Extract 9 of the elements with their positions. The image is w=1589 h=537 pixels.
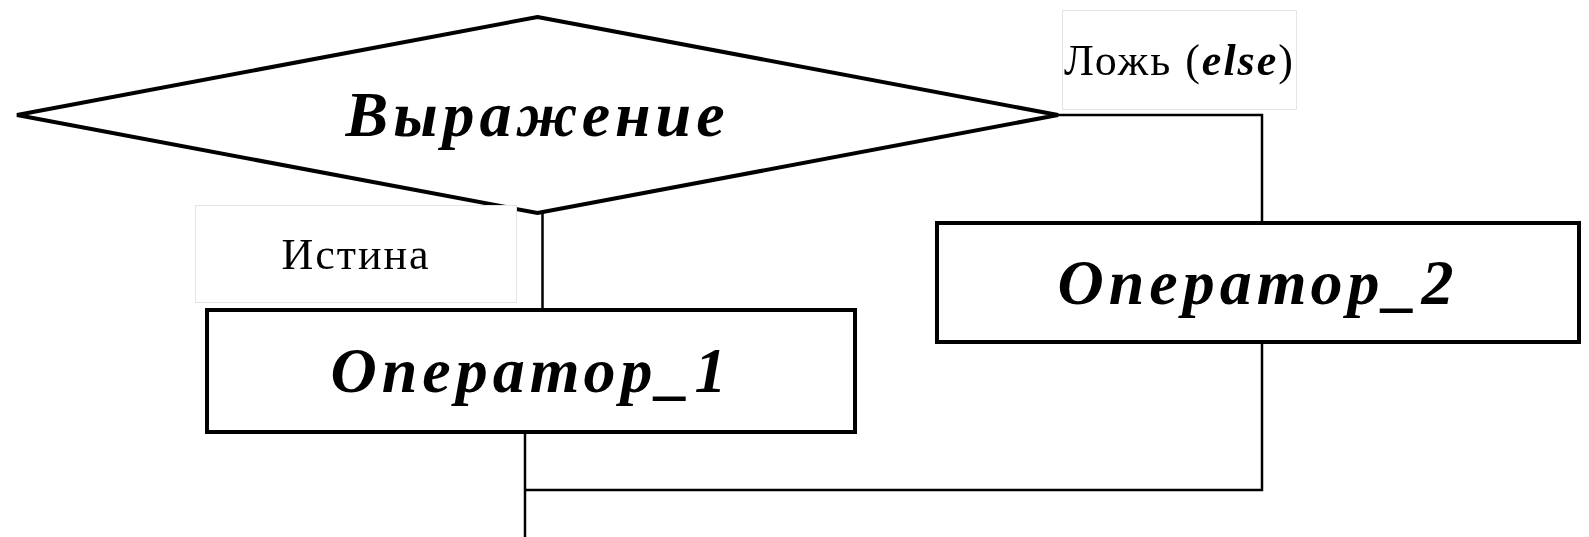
connector-line (523, 434, 527, 537)
connector-line (1058, 113, 1264, 221)
process-box: Оператор_2 (935, 221, 1581, 344)
process-box: Оператор_1 (205, 308, 857, 434)
edge-label: Истина (195, 205, 517, 303)
condition-text: Выражение (345, 78, 730, 152)
edge-label: Ложь (else) (1062, 10, 1297, 110)
connector-line (525, 344, 1264, 492)
connector-line (541, 213, 544, 308)
